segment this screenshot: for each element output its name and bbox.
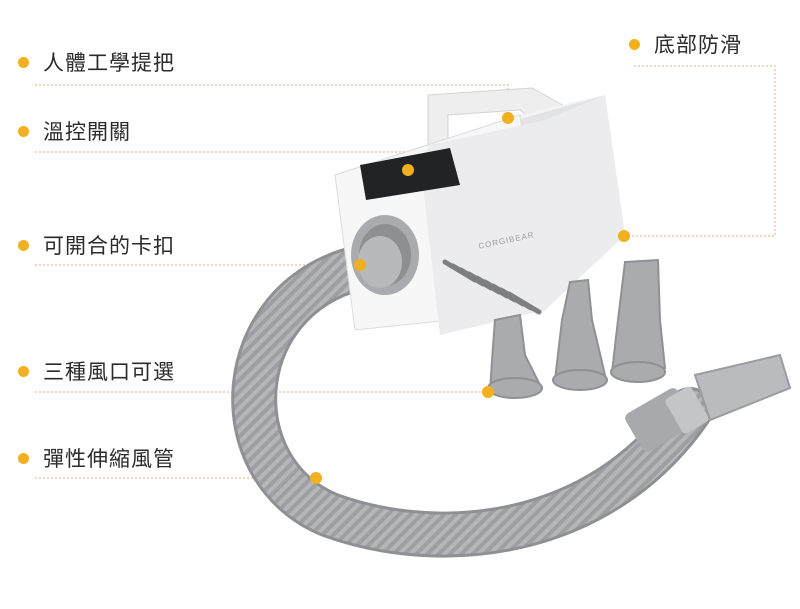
bullet-icon [18,365,29,377]
feature-text: 可開合的卡扣 [43,234,175,258]
feature-label-handle: 人體工學提把 [18,47,175,77]
callout-dots [310,112,630,484]
bullet-icon [18,452,29,464]
feature-text: 溫控開關 [43,120,131,144]
bullet-icon [18,56,29,68]
hose-end-nozzle [625,353,792,452]
feature-label-base: 底部防滑 [629,29,742,59]
feature-text: 底部防滑 [654,33,742,57]
feature-label-temp-switch: 溫控開關 [18,116,131,146]
feature-text: 三種風口可選 [43,360,175,384]
bullet-icon [629,38,640,50]
bullet-icon [18,239,29,251]
flexible-hose [231,245,713,558]
nozzle-set [487,258,667,399]
bullet-icon [18,125,29,137]
feature-text: 人體工學提把 [43,51,175,75]
feature-text: 彈性伸縮風管 [43,447,175,471]
feature-label-clip: 可開合的卡扣 [18,230,175,260]
feature-label-nozzles: 三種風口可選 [18,356,175,386]
feature-label-hose: 彈性伸縮風管 [18,443,175,473]
blower-body [334,87,625,335]
